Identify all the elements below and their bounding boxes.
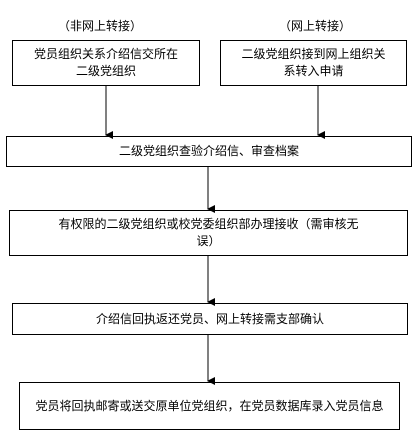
caption-online: （网上转接）: [278, 19, 351, 33]
caption-offline: （非网上转接）: [57, 19, 142, 33]
node-review-documents-text: 二级党组织查验介绍信、审查档案: [118, 144, 299, 158]
node-return-receipt-text: 介绍信回执返还党员、网上转接需支部确认: [95, 311, 324, 326]
node-review-documents: 二级党组织查验介绍信、审查档案: [6, 136, 412, 167]
node-final-record-text: 党员将回执邮寄或送交原单位党组织，在党员数据库录入党员信息: [35, 398, 384, 413]
node-accept-transfer-text: 有权限的二级党组织或校党委组织部办理接收（需审核无误）: [58, 217, 359, 248]
node-return-receipt: 介绍信回执返还党员、网上转接需支部确认: [12, 303, 408, 335]
node-online-receive-request-text: 二级党组织接到网上组织关系转入申请: [241, 47, 386, 78]
node-offline-submit-letter-text: 党员组织关系介绍信交所在二级党组织: [33, 47, 178, 78]
node-accept-transfer: 有权限的二级党组织或校党委组织部办理接收（需审核无误）: [9, 210, 408, 256]
node-online-receive-request: 二级党组织接到网上组织关系转入申请: [220, 40, 407, 86]
node-final-record: 党员将回执邮寄或送交原单位党组织，在党员数据库录入党员信息: [19, 382, 400, 430]
node-offline-submit-letter: 党员组织关系介绍信交所在二级党组织: [12, 40, 200, 86]
